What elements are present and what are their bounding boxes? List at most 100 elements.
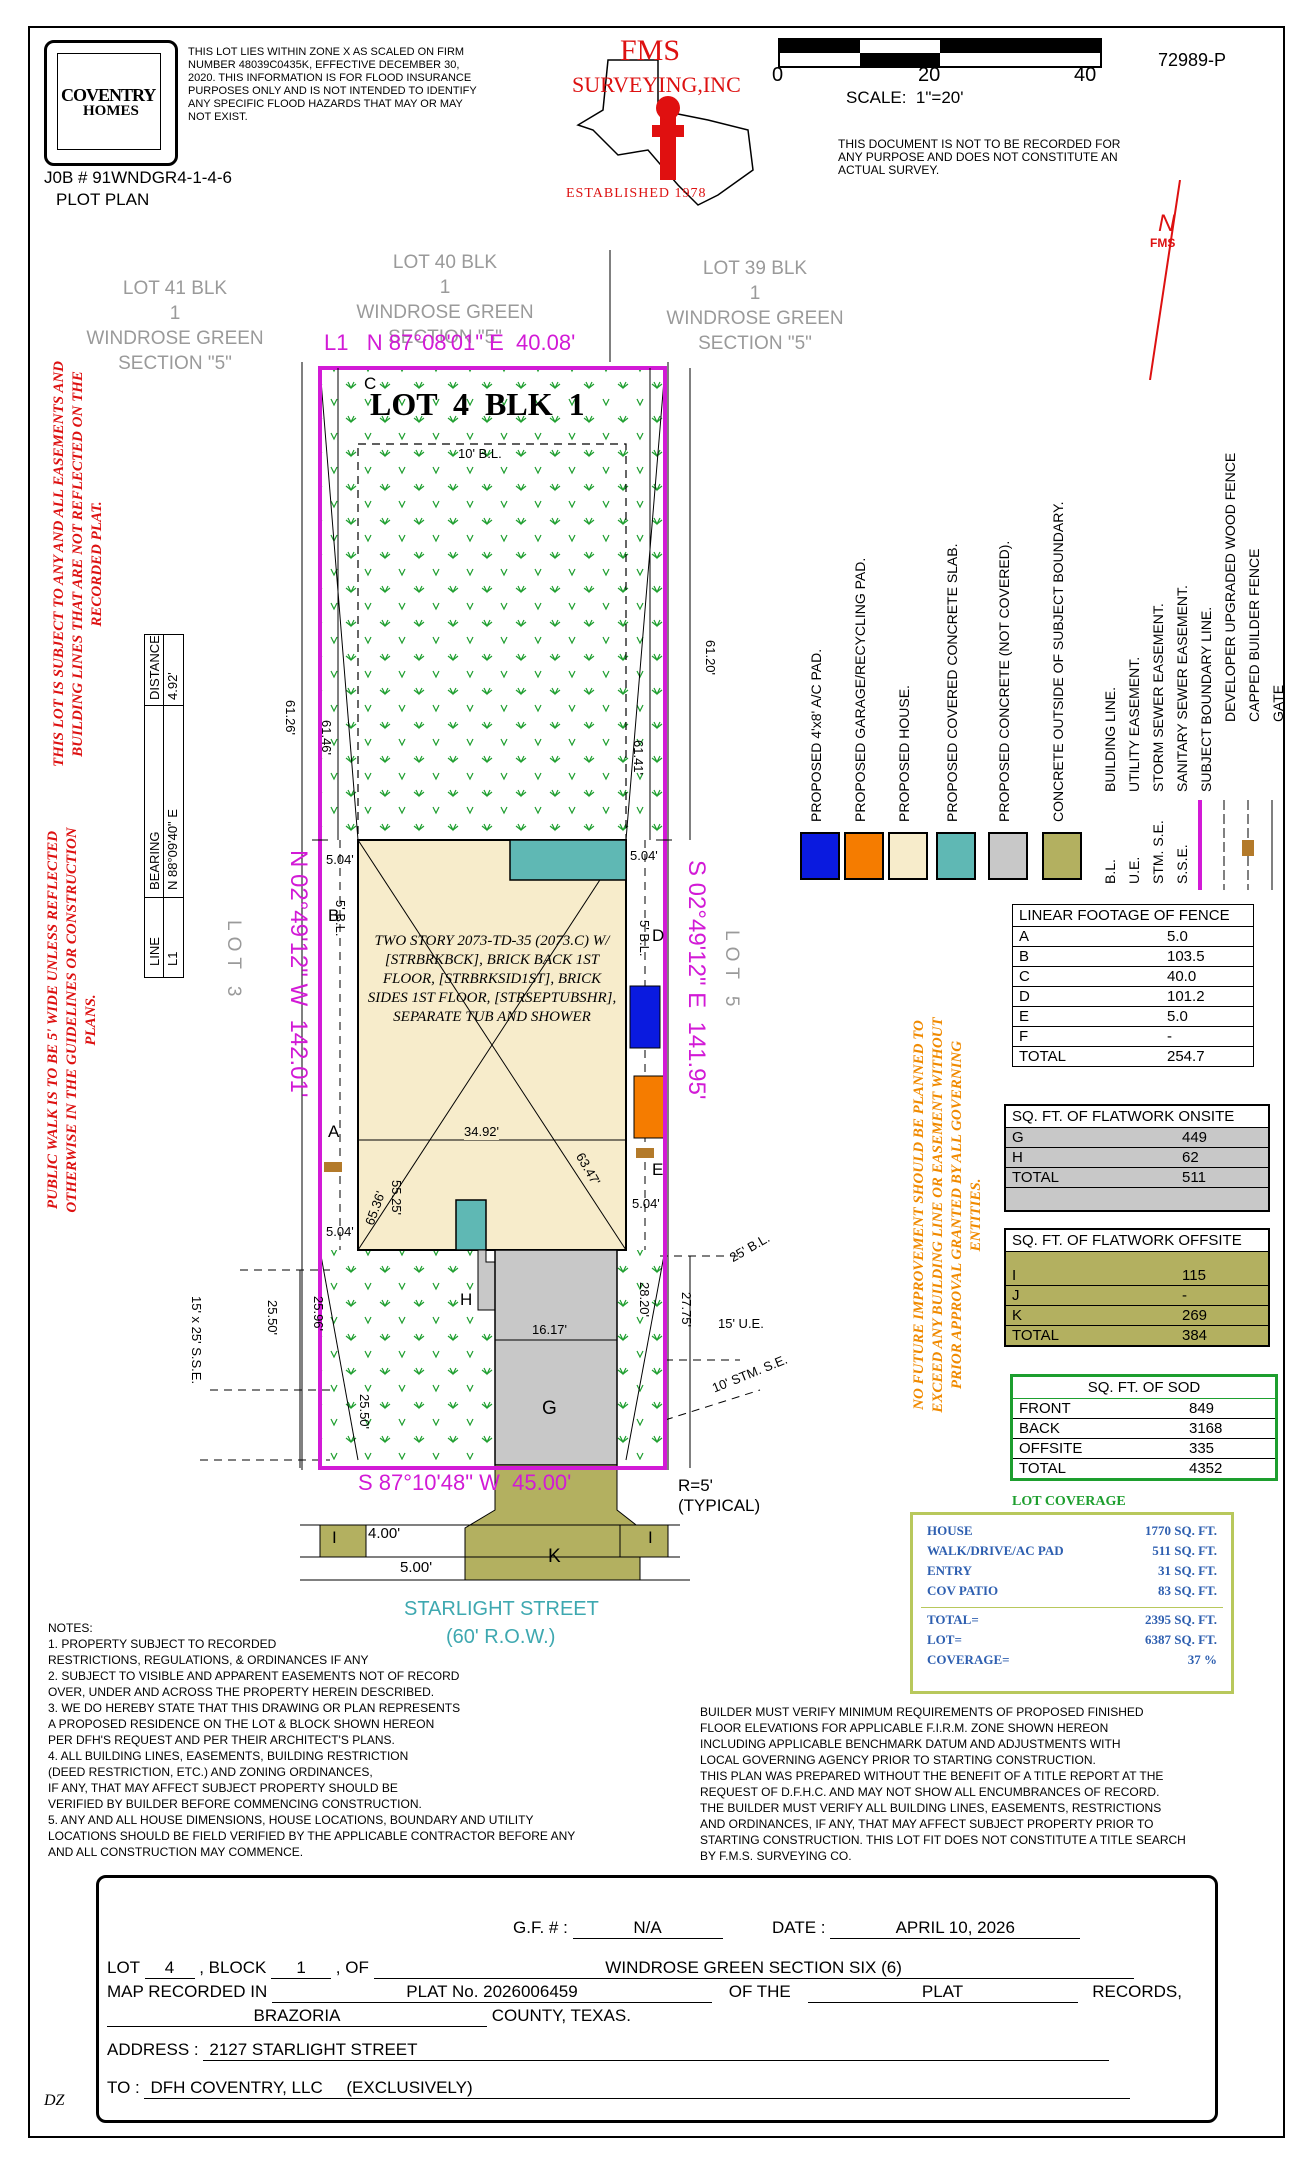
coventry-logo: COVENTRY HOMES [44, 40, 178, 166]
legend-line-wood-fence: DEVELOPER UPGRADED WOOD FENCE [1222, 452, 1238, 722]
flatwork-key: H [1012, 1149, 1023, 1166]
date-value: APRIL 10, 2026 [830, 1918, 1081, 1939]
fence-value: 5.0 [1167, 1008, 1188, 1025]
fence-value: - [1167, 1028, 1172, 1045]
date-label: DATE : [772, 1918, 826, 1937]
address-value: 2127 STARLIGHT STREET [203, 2040, 1110, 2061]
label-k: K [548, 1546, 561, 1567]
plan-type: PLOT PLAN [56, 190, 150, 209]
notes-right: BUILDER MUST VERIFY MINIMUM REQUIREMENTS… [700, 1705, 1186, 1863]
table-row: COVERAGE=37 % [913, 1650, 1231, 1670]
block-value: 1 [271, 1958, 332, 1979]
legend-line-stm: STORM SEWER EASEMENT. [1150, 603, 1166, 792]
table-row: HOUSE 1770 SQ. FT. [913, 1521, 1231, 1541]
house-width: 34.92' [464, 1124, 500, 1140]
scale-label: SCALE: 1"=20' [846, 88, 964, 107]
fence-key: B [1019, 948, 1030, 965]
street-row: (60' R.O.W.) [446, 1626, 556, 1648]
coverage-value: 1770 SQ. FT. [1145, 1523, 1217, 1538]
coverage-value: 83 SQ. FT. [1158, 1583, 1217, 1598]
lot39-line3: WINDROSE GREEN [666, 308, 844, 329]
adjacent-lot-41: LOT 41 BLK 1 WINDROSE GREEN SECTION "5" [60, 276, 290, 376]
diag-55-25: 55.25' [389, 1180, 404, 1216]
lot40-line1: LOT 40 BLK [392, 252, 498, 273]
fence-key: D [1019, 988, 1030, 1005]
adjacent-lot-39: LOT 39 BLK 1 WINDROSE GREEN SECTION "5" [640, 256, 870, 356]
north-letter: N [1158, 210, 1176, 237]
legend-line-bl: BUILDING LINE. [1102, 686, 1118, 792]
title-block: G.F. # : N/A DATE : APRIL 10, 2026 LOT 4… [96, 1875, 1218, 2123]
legend-abbr-sse: S.S.E. [1174, 844, 1190, 884]
legend-label-offsite: CONCRETE OUTSIDE OF SUBJECT BOUNDARY. [1050, 501, 1066, 823]
table-row: E 5.0 [1013, 1007, 1253, 1027]
sod-title: SQ. FT. OF SOD [1013, 1377, 1275, 1399]
lot39-line2: 1 [749, 283, 761, 304]
flatwork-offsite-title: SQ. FT. OF FLATWORK OFFSITE [1006, 1230, 1268, 1252]
label-b: B [328, 906, 340, 925]
sanitary-sewer-easement: 15' x 25' S.S.E. [189, 1296, 204, 1385]
coverage-key: COV PATIO [927, 1583, 999, 1598]
dim-61-46: 61.46' [319, 720, 334, 756]
legend-swatch-house [888, 832, 928, 880]
bottom-bearing: S 87°10'48" W 45.00' [358, 1470, 572, 1495]
lot41-line1: LOT 41 BLK [122, 278, 228, 299]
address-row: ADDRESS : 2127 STARLIGHT STREET [107, 2040, 1110, 2061]
flatwork-value: 269 [1182, 1307, 1208, 1324]
note-public-walk: PUBLIC WALK IS TO BE 5' WIDE UNLESS REFL… [45, 827, 99, 1213]
radius-note: R=5' (TYPICAL) [678, 1476, 761, 1515]
map-row: MAP RECORDED IN PLAT No. 2026006459 OF T… [107, 1982, 1182, 2003]
gf-row: G.F. # : N/A DATE : APRIL 10, 2026 [513, 1918, 1081, 1939]
table-row: COV PATIO 83 SQ. FT. [913, 1581, 1231, 1601]
table-row: LOT=6387 SQ. FT. [913, 1630, 1231, 1650]
label-c: C [364, 374, 377, 393]
dim-5-04-b: 5.04' [630, 848, 658, 863]
fence-value: 101.2 [1167, 988, 1205, 1005]
logo-text-2: HOMES [83, 103, 139, 119]
lot-value: 4 [144, 1958, 195, 1979]
street-name: STARLIGHT STREET [404, 1598, 599, 1620]
job-number: J0B # 91WNDGR4-1-4-6 [44, 168, 233, 187]
fence-key: TOTAL [1019, 1048, 1066, 1065]
legend-abbr-ue: U.E. [1126, 856, 1142, 884]
dim-25-96: 25.96' [311, 1296, 326, 1332]
fence-key: E [1019, 1008, 1030, 1025]
flatwork-value: 384 [1182, 1327, 1208, 1344]
flatwork-value: 449 [1182, 1129, 1208, 1146]
of-the-value: PLAT [807, 1982, 1078, 2003]
county-value: BRAZORIA [107, 2006, 487, 2027]
legend-swatch-covered [936, 832, 976, 880]
fence-key: F [1019, 1028, 1029, 1045]
flatwork-key: G [1012, 1129, 1024, 1146]
gf-label: G.F. # : [513, 1918, 568, 1937]
right-bearing: S 02°49'12" E 141.95' [683, 860, 710, 1100]
sod-key: TOTAL [1019, 1460, 1066, 1477]
page-border [28, 26, 1285, 2138]
legend-label-concrete: PROPOSED CONCRETE (NOT COVERED). [996, 540, 1012, 822]
coverage-key: ENTRY [927, 1563, 973, 1578]
lot41-line2: 1 [169, 303, 181, 324]
sod-value: 335 [1189, 1440, 1215, 1457]
flatwork-key: TOTAL [1012, 1169, 1059, 1186]
flatwork-value: 115 [1182, 1267, 1206, 1284]
flatwork-value: 511 [1182, 1169, 1206, 1186]
legend-line-boundary: SUBJECT BOUNDARY LINE. [1198, 606, 1214, 792]
north-arrow-icon [1149, 179, 1181, 381]
table-row: TOTAL 511 [1006, 1168, 1268, 1188]
coverage-title: LOT COVERAGE [1012, 1494, 1126, 1509]
sod-value: 4352 [1189, 1460, 1223, 1477]
legend-line-builder-fence: CAPPED BUILDER FENCE [1246, 548, 1262, 722]
walk-5: 5.00' [400, 1559, 433, 1576]
coverage-key: LOT= [927, 1632, 962, 1647]
side-building-line-right: 5' B.L. [637, 920, 652, 957]
to-label: TO : [107, 2078, 140, 2097]
scale-tick-40: 40 [1074, 64, 1097, 86]
coverage-key: HOUSE [927, 1523, 973, 1538]
table-row: J- [1006, 1286, 1268, 1306]
address-label: ADDRESS : [107, 2040, 199, 2059]
line-table-h2: BEARING [147, 831, 162, 890]
of-label: , OF [335, 1958, 369, 1977]
